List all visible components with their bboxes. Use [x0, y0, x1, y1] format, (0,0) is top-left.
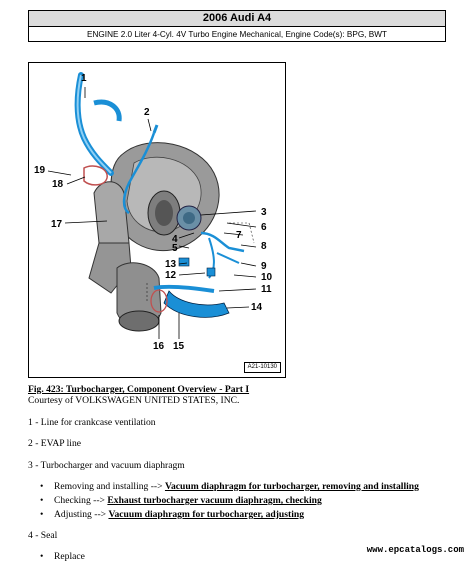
bullet-prefix: Replace	[54, 551, 85, 562]
turbocharger-illustration	[47, 72, 257, 339]
figure-caption: Fig. 423: Turbocharger, Component Overvi…	[28, 384, 250, 395]
document-subtitle: ENGINE 2.0 Liter 4-Cyl. 4V Turbo Engine …	[87, 30, 387, 39]
callout-4: 4	[172, 234, 178, 245]
callout-5: 5	[172, 243, 178, 254]
callout-10: 10	[261, 272, 273, 283]
callout-19: 19	[34, 165, 46, 176]
list-item: 3 - Turbocharger and vacuum diaphragm	[28, 460, 185, 471]
callout-11: 11	[261, 284, 272, 295]
callout-6: 6	[261, 222, 267, 233]
list-item: 4 - Seal	[28, 530, 58, 541]
header-box: 2006 Audi A4 ENGINE 2.0 Liter 4-Cyl. 4V …	[28, 10, 446, 42]
figure-code: A21-10130	[243, 362, 281, 373]
bullet-checking: • Checking --> Exhaust turbocharger vacuu…	[40, 495, 322, 506]
link-vacuum-diaphragm-checking[interactable]: Exhaust turbocharger vacuum diaphragm, c…	[107, 495, 322, 506]
bullet-dot: •	[40, 495, 44, 506]
callout-9: 9	[261, 261, 267, 272]
bullet-adjusting: • Adjusting --> Vacuum diaphragm for turb…	[40, 509, 304, 520]
callout-13: 13	[165, 259, 177, 270]
callout-15: 15	[173, 341, 185, 352]
bullet-prefix: Checking -->	[54, 495, 105, 506]
bullet-dot: •	[40, 551, 44, 562]
callout-17: 17	[51, 219, 63, 230]
bullet-prefix: Removing and installing -->	[54, 481, 163, 492]
bullet-dot: •	[40, 509, 44, 520]
link-vacuum-diaphragm-removing-installing[interactable]: Vacuum diaphragm for turbocharger, remov…	[164, 481, 419, 492]
document-title: 2006 Audi A4	[29, 11, 445, 27]
bullet-prefix: Adjusting -->	[54, 509, 107, 520]
callout-2: 2	[144, 107, 150, 118]
callout-14: 14	[251, 302, 263, 313]
callout-12: 12	[165, 270, 177, 281]
link-vacuum-diaphragm-adjusting[interactable]: Vacuum diaphragm for turbocharger, adjus…	[108, 509, 304, 520]
callout-3: 3	[261, 207, 267, 218]
callout-7: 7	[236, 230, 242, 241]
list-item: 2 - EVAP line	[28, 438, 82, 449]
callout-8: 8	[261, 241, 267, 252]
list-item: 1 - Line for crankcase ventilation	[28, 417, 156, 428]
callout-18: 18	[52, 179, 64, 190]
courtesy-line: Courtesy of VOLKSWAGEN UNITED STATES, IN…	[28, 395, 240, 406]
bullet-replace: • Replace	[40, 551, 85, 562]
bullet-removing-installing: • Removing and installing --> Vacuum diap…	[40, 481, 419, 492]
watermark: www.epcatalogs.com	[366, 545, 464, 555]
callout-1: 1	[81, 73, 87, 84]
bullet-dot: •	[40, 481, 44, 492]
callout-16: 16	[153, 341, 165, 352]
turbocharger-figure: 1 2 19 18 17 3 4 5 6 7 8 13 12 9 10 11 1…	[28, 62, 286, 378]
